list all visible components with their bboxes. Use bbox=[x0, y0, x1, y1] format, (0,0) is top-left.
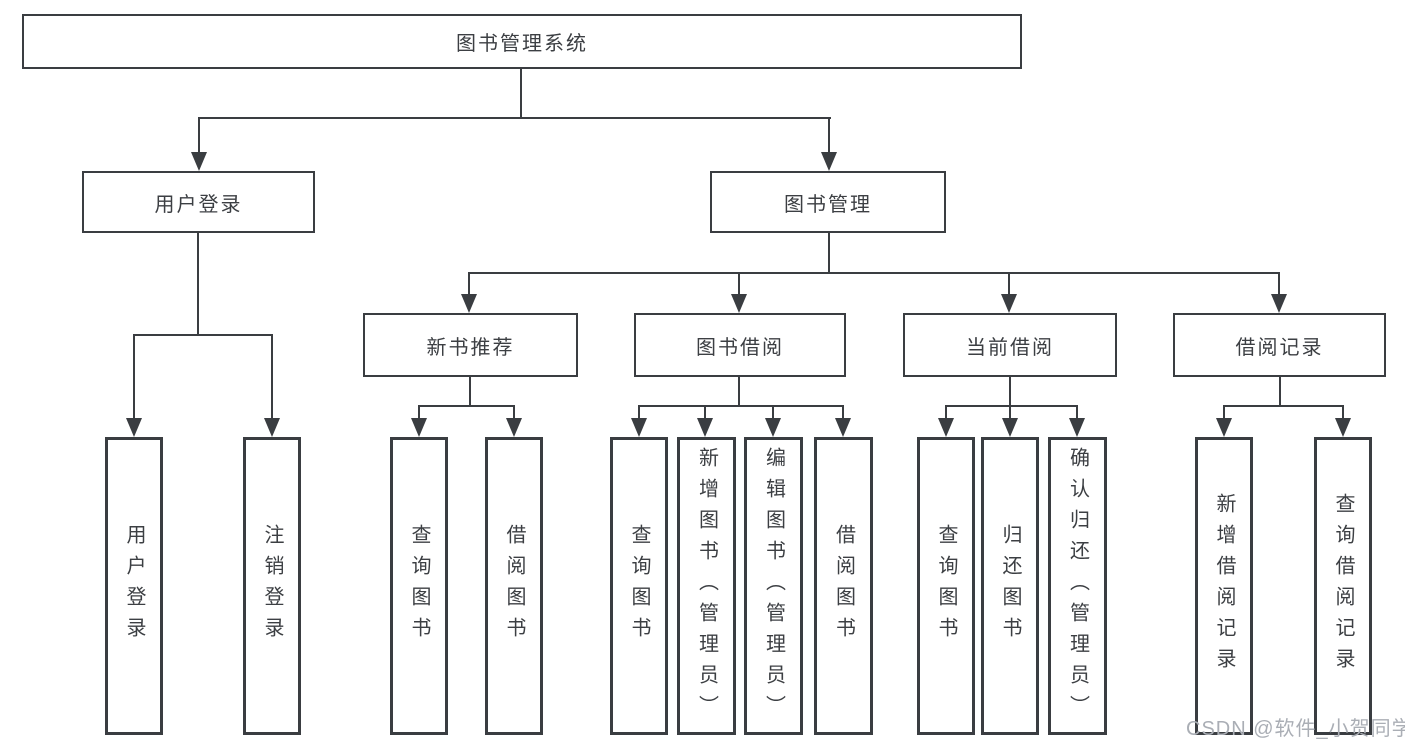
connector-line bbox=[945, 405, 1078, 407]
connector-line bbox=[469, 377, 471, 407]
leaf-label: 借阅图书 bbox=[832, 524, 855, 648]
connector-line bbox=[1223, 405, 1344, 407]
leaf-return-books: 归还图书 bbox=[981, 437, 1039, 735]
connector-line bbox=[738, 272, 740, 296]
arrowhead-down-icon bbox=[1001, 294, 1017, 313]
connector-line bbox=[738, 377, 740, 407]
connector-line bbox=[418, 405, 515, 407]
leaf-logout: 注销登录 bbox=[243, 437, 301, 735]
node-label: 图书管理 bbox=[784, 193, 872, 216]
connector-line bbox=[197, 233, 199, 336]
connector-line bbox=[1223, 405, 1225, 420]
leaf-query-books-recommend: 查询图书 bbox=[390, 437, 448, 735]
leaf-label: 新增借阅记录 bbox=[1213, 493, 1235, 679]
leaf-borrow-books: 借阅图书 bbox=[814, 437, 873, 735]
csdn-watermark: CSDN @软件_小贺同学 bbox=[1186, 718, 1405, 740]
leaf-label: 确认归还（管理员） bbox=[1066, 446, 1089, 726]
leaf-query-books-borrowing: 查询图书 bbox=[610, 437, 668, 735]
node-label: 图书借阅 bbox=[696, 336, 784, 359]
arrowhead-down-icon bbox=[821, 152, 837, 171]
leaf-add-books-admin: 新增图书（管理员） bbox=[677, 437, 736, 735]
arrowhead-down-icon bbox=[1216, 418, 1232, 437]
connector-line bbox=[638, 405, 640, 420]
node-label: 新书推荐 bbox=[426, 336, 515, 359]
leaf-label: 注销登录 bbox=[261, 524, 283, 648]
arrowhead-down-icon bbox=[765, 418, 781, 437]
node-book-borrowing: 图书借阅 bbox=[634, 313, 846, 377]
connector-line bbox=[1009, 377, 1011, 407]
connector-line bbox=[638, 405, 844, 407]
connector-line bbox=[945, 405, 947, 420]
connector-line bbox=[772, 405, 774, 420]
leaf-label: 查询借阅记录 bbox=[1332, 493, 1354, 679]
arrowhead-down-icon bbox=[731, 294, 747, 313]
node-borrowing-records: 借阅记录 bbox=[1173, 313, 1386, 377]
connector-line bbox=[1278, 272, 1280, 296]
node-label: 当前借阅 bbox=[966, 336, 1054, 359]
connector-line bbox=[1008, 272, 1010, 296]
leaf-add-borrow-record: 新增借阅记录 bbox=[1195, 437, 1253, 735]
connector-line bbox=[133, 334, 273, 336]
node-label: 借阅记录 bbox=[1235, 336, 1324, 359]
arrowhead-down-icon bbox=[126, 418, 142, 437]
connector-line bbox=[842, 405, 844, 420]
connector-line bbox=[468, 272, 1280, 274]
connector-line bbox=[198, 117, 831, 119]
leaf-label: 归还图书 bbox=[999, 524, 1021, 648]
arrowhead-down-icon bbox=[938, 418, 954, 437]
leaf-label: 编辑图书（管理员） bbox=[762, 446, 785, 726]
node-user-login: 用户登录 bbox=[82, 171, 315, 233]
leaf-label: 用户登录 bbox=[123, 524, 145, 648]
connector-line bbox=[1009, 405, 1011, 420]
connector-line bbox=[520, 69, 522, 118]
connector-line bbox=[1076, 405, 1078, 420]
leaf-borrow-books-recommend: 借阅图书 bbox=[485, 437, 543, 735]
connector-line bbox=[198, 117, 200, 153]
node-label: 图书管理系统 bbox=[456, 33, 588, 55]
node-library-management-system: 图书管理系统 bbox=[22, 14, 1022, 69]
connector-line bbox=[271, 334, 273, 420]
arrowhead-down-icon bbox=[697, 418, 713, 437]
node-current-borrowing: 当前借阅 bbox=[903, 313, 1117, 377]
arrowhead-down-icon bbox=[191, 152, 207, 171]
arrowhead-down-icon bbox=[835, 418, 851, 437]
leaf-edit-books-admin: 编辑图书（管理员） bbox=[744, 437, 803, 735]
connector-line bbox=[513, 405, 515, 420]
connector-line bbox=[704, 405, 706, 420]
connector-line bbox=[1342, 405, 1344, 420]
arrowhead-down-icon bbox=[1335, 418, 1351, 437]
leaf-user-login: 用户登录 bbox=[105, 437, 163, 735]
arrowhead-down-icon bbox=[1069, 418, 1085, 437]
connector-line bbox=[468, 272, 470, 296]
connector-line bbox=[133, 334, 135, 420]
connector-line bbox=[1279, 377, 1281, 407]
arrowhead-down-icon bbox=[506, 418, 522, 437]
connector-line bbox=[828, 233, 830, 274]
leaf-label: 借阅图书 bbox=[503, 524, 525, 648]
arrowhead-down-icon bbox=[1002, 418, 1018, 437]
leaf-query-borrow-record: 查询借阅记录 bbox=[1314, 437, 1372, 735]
leaf-label: 查询图书 bbox=[628, 524, 650, 648]
arrowhead-down-icon bbox=[631, 418, 647, 437]
arrowhead-down-icon bbox=[264, 418, 280, 437]
connector-line bbox=[418, 405, 420, 420]
node-label: 用户登录 bbox=[154, 193, 243, 216]
leaf-confirm-return-admin: 确认归还（管理员） bbox=[1048, 437, 1107, 735]
leaf-label: 查询图书 bbox=[408, 524, 430, 648]
leaf-query-books-current: 查询图书 bbox=[917, 437, 975, 735]
arrowhead-down-icon bbox=[461, 294, 477, 313]
leaf-label: 查询图书 bbox=[935, 524, 957, 648]
leaf-label: 新增图书（管理员） bbox=[695, 446, 718, 726]
node-new-book-recommend: 新书推荐 bbox=[363, 313, 578, 377]
connector-line bbox=[828, 117, 830, 153]
node-book-management: 图书管理 bbox=[710, 171, 946, 233]
arrowhead-down-icon bbox=[1271, 294, 1287, 313]
arrowhead-down-icon bbox=[411, 418, 427, 437]
